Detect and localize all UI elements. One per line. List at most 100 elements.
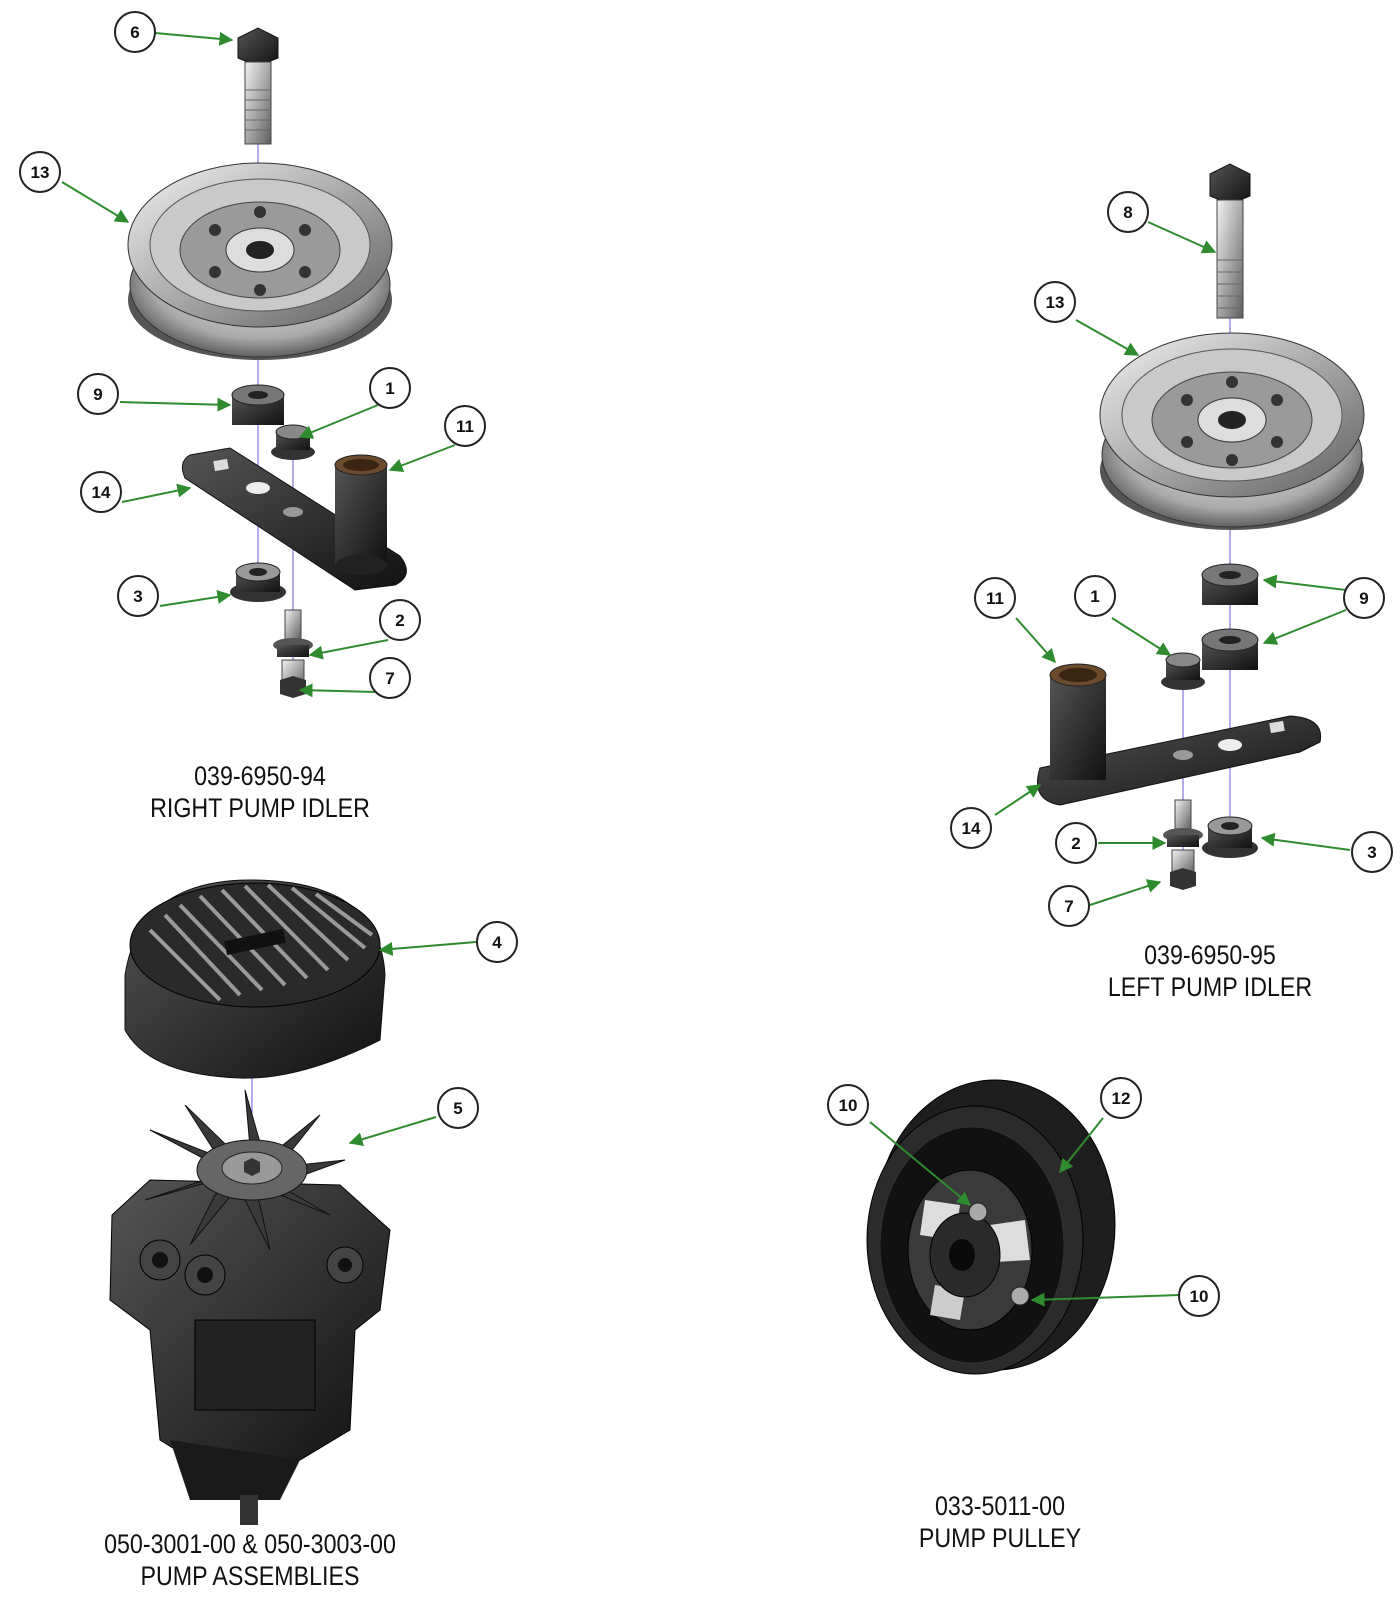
callout-circle	[827, 1084, 869, 1126]
callout-bubble: 10	[1178, 1275, 1220, 1317]
pump-assembly	[109, 879, 391, 1525]
shoulder-bolt-part	[273, 609, 313, 698]
callout-bubble: 2	[379, 599, 421, 641]
pump-pulley-caption: 033-5011-00 PUMP PULLEY	[871, 1490, 1129, 1554]
part-number: 039-6950-95	[1144, 940, 1276, 970]
callout-circle	[1034, 281, 1076, 323]
callout-number: 14	[92, 483, 111, 502]
left-pump-idler-caption: 039-6950-95 LEFT PUMP IDLER	[1081, 939, 1339, 1003]
callout-bubble: 9	[77, 373, 119, 415]
callout-circle	[1107, 191, 1149, 233]
callout-circle	[1074, 575, 1116, 617]
callout-number: 3	[133, 587, 142, 606]
callout-number: 2	[1071, 834, 1080, 853]
callout-bubble: 12	[1100, 1077, 1142, 1119]
bolt-part	[237, 27, 279, 145]
callout-circle	[1178, 1275, 1220, 1317]
callout-bubble: 6	[114, 11, 156, 53]
callout-bubble: 13	[1034, 281, 1076, 323]
flange-nut-part	[230, 562, 286, 602]
callout-number: 7	[1064, 897, 1073, 916]
callout-number: 13	[1046, 293, 1065, 312]
callout-number: 11	[986, 589, 1004, 608]
pump-assemblies-caption: 050-3001-00 & 050-3003-00 PUMP ASSEMBLIE…	[78, 1528, 422, 1592]
part-number: 033-5011-00	[935, 1491, 1065, 1521]
callout-circle	[1048, 885, 1090, 927]
callout-number: 4	[492, 933, 502, 952]
flange-nut-part	[1202, 816, 1258, 858]
spacer-tube-part	[1049, 663, 1107, 780]
assembly-name: PUMP PULLEY	[918, 1523, 1082, 1553]
callout-circle	[379, 599, 421, 641]
callout-bubble: 9	[1343, 577, 1385, 619]
callout-number: 13	[31, 163, 50, 182]
callout-bubble: 14	[80, 471, 122, 513]
callout-circle	[114, 11, 156, 53]
callouts	[61, 31, 1351, 1307]
callout-circle	[117, 575, 159, 617]
callout-number: 11	[456, 417, 474, 436]
callout-bubble: 5	[437, 1087, 479, 1129]
callout-number: 9	[1359, 589, 1368, 608]
callout-bubble: 1	[1074, 575, 1116, 617]
callout-number: 6	[130, 23, 139, 42]
callout-circle	[369, 657, 411, 699]
callout-circle	[369, 367, 411, 409]
callout-number: 5	[453, 1099, 462, 1118]
callout-number: 10	[839, 1096, 858, 1115]
callout-bubble: 14	[950, 807, 992, 849]
callout-bubble: 10	[827, 1084, 869, 1126]
shoulder-bolt-part	[1163, 799, 1203, 890]
callout-number: 1	[385, 379, 394, 398]
callout-number: 1	[1090, 587, 1099, 606]
callout-circle	[1055, 822, 1097, 864]
callout-circle	[1343, 577, 1385, 619]
callout-bubble: 8	[1107, 191, 1149, 233]
callout-bubble: 1	[369, 367, 411, 409]
assembly-name: PUMP ASSEMBLIES	[140, 1561, 360, 1591]
callout-circle	[974, 577, 1016, 619]
callout-bubble: 3	[117, 575, 159, 617]
bushing-part	[1201, 563, 1259, 605]
assembly-name: LEFT PUMP IDLER	[1107, 972, 1313, 1002]
callout-number: 8	[1123, 203, 1132, 222]
callout-bubble: 2	[1055, 822, 1097, 864]
spacer-tube-part	[334, 454, 388, 575]
callout-circle	[437, 1087, 479, 1129]
pump-pulley-part	[866, 1079, 1116, 1375]
callout-circle	[77, 373, 119, 415]
callout-circle	[950, 807, 992, 849]
flange-nut-part	[1161, 652, 1205, 690]
callout-bubble: 13	[19, 151, 61, 193]
callout-circle	[1351, 831, 1393, 873]
idler-pulley-part	[1099, 332, 1365, 530]
hydraulic-pump-part	[109, 1089, 391, 1525]
flange-nut-part	[271, 424, 315, 460]
callout-bubble: 11	[444, 405, 486, 447]
idler-pulley-part	[127, 162, 393, 360]
part-number: 050-3001-00 & 050-3003-00	[104, 1529, 396, 1559]
bolt-part	[1209, 163, 1251, 319]
callout-number: 2	[395, 611, 404, 630]
callout-number: 10	[1190, 1287, 1209, 1306]
callout-bubble: 7	[1048, 885, 1090, 927]
callout-number: 14	[962, 819, 981, 838]
bushing-part	[1201, 628, 1259, 670]
pump-pulley-assembly	[866, 1079, 1116, 1375]
callout-circle	[19, 151, 61, 193]
callout-circle	[1100, 1077, 1142, 1119]
assembly-name: RIGHT PUMP IDLER	[150, 793, 370, 823]
callout-bubble: 7	[369, 657, 411, 699]
callout-number: 12	[1112, 1089, 1131, 1108]
bushing-part	[231, 384, 285, 425]
callout-number: 9	[93, 385, 102, 404]
callout-number: 3	[1367, 843, 1376, 862]
callout-bubble: 3	[1351, 831, 1393, 873]
callout-bubble: 11	[974, 577, 1016, 619]
callout-circle	[476, 921, 518, 963]
left-pump-idler-assembly	[1037, 163, 1365, 890]
callout-circle	[80, 471, 122, 513]
callout-bubble: 4	[476, 921, 518, 963]
